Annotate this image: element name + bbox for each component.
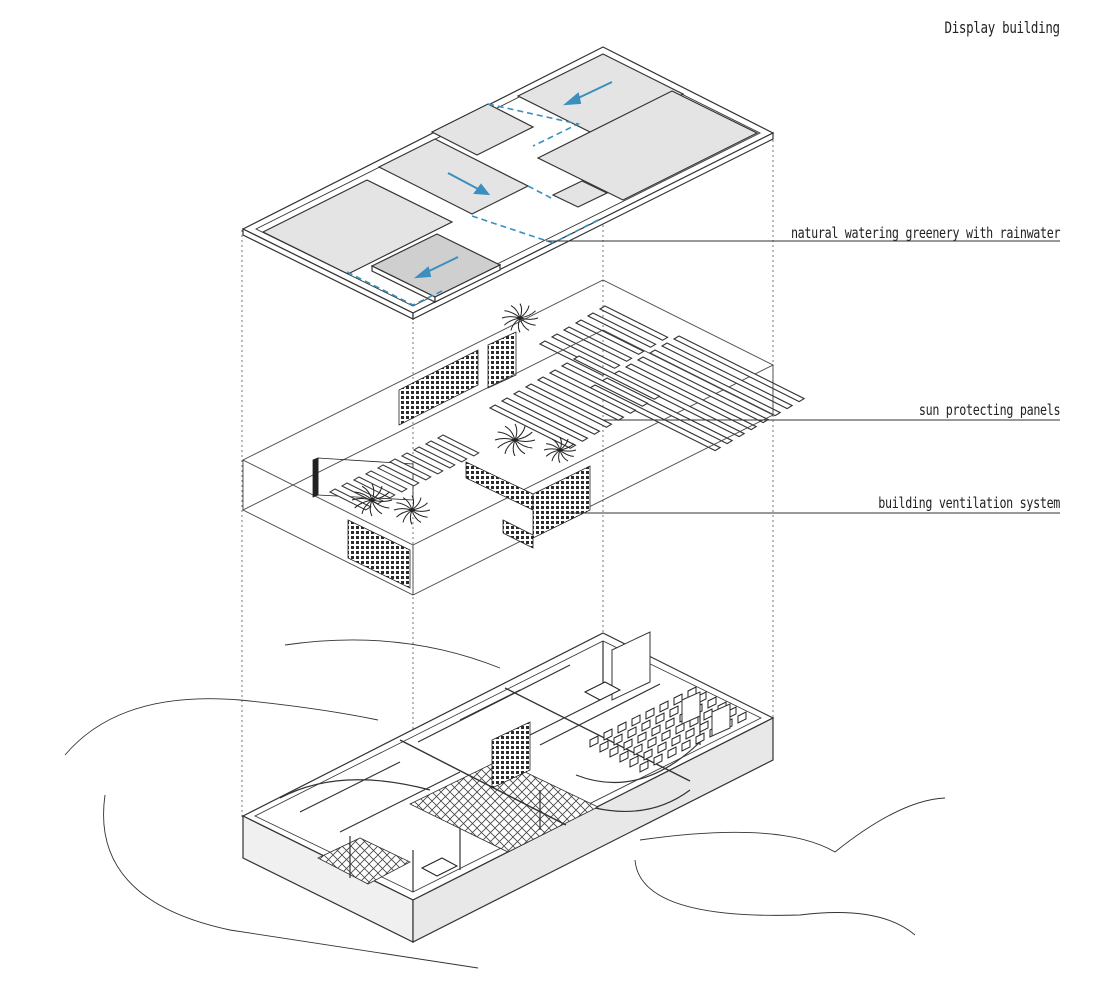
callout-sun-panels: sun protecting panels	[918, 401, 1061, 419]
auditorium-seat	[641, 719, 651, 732]
roof-level	[241, 46, 775, 320]
auditorium-seat	[685, 727, 695, 740]
sun-panel-slat	[672, 335, 806, 403]
lower-slat	[364, 470, 408, 493]
sun-panel-slat	[488, 404, 577, 449]
upper-lattice-screens	[398, 331, 517, 426]
ground-floor	[241, 632, 775, 943]
auditorium-seat	[639, 760, 649, 773]
palm-trees	[351, 303, 577, 525]
lower-slats	[328, 434, 480, 511]
auditorium-seat	[589, 735, 599, 748]
lower-slat	[388, 458, 432, 481]
callout-ventilation: building ventilation system	[878, 494, 1060, 512]
auditorium-seat	[629, 755, 639, 768]
auditorium-seat	[643, 748, 653, 761]
sun-panel-slat	[536, 376, 625, 421]
sun-panel-slat	[586, 312, 657, 348]
sun-panel-slat	[598, 305, 669, 341]
auditorium-seat	[681, 739, 691, 752]
sun-panel-slat	[588, 384, 722, 452]
auditorium-seat	[699, 720, 709, 733]
auditorium-seat	[609, 745, 619, 758]
callout-rainwater: natural watering greenery with rainwater	[790, 224, 1061, 242]
lower-lattice-screens	[312, 457, 591, 589]
rainwater-channels	[346, 103, 599, 306]
lower-slat	[412, 446, 456, 469]
site-contours	[64, 639, 946, 969]
auditorium-seat	[599, 740, 609, 753]
auditorium-seat	[665, 717, 675, 730]
auditorium-seat	[627, 726, 637, 739]
gallery-windows	[611, 631, 731, 737]
auditorium-seat	[655, 712, 665, 725]
sun-panel-slat	[572, 355, 661, 400]
auditorium-seat	[659, 700, 669, 713]
auditorium-seat	[667, 746, 677, 759]
auditorium-seat	[653, 753, 663, 766]
palm-tree	[393, 495, 431, 525]
sun-panel-slat	[500, 397, 589, 442]
auditorium-seat	[613, 733, 623, 746]
sun-panel-slat	[512, 390, 601, 435]
palm-tree	[501, 303, 539, 333]
auditorium-seat	[617, 721, 627, 734]
auditorium-seat	[651, 724, 661, 737]
sun-panel-slat	[562, 326, 633, 362]
lower-slat	[400, 452, 444, 475]
auditorium-seat	[707, 696, 717, 709]
lower-slat	[352, 476, 396, 499]
auditorium-seat	[675, 722, 685, 735]
sun-panel-slat	[574, 319, 645, 355]
palm-tree	[494, 423, 536, 457]
auditorium-seat	[637, 731, 647, 744]
sun-panel-slat	[600, 377, 734, 445]
auditorium-seat	[695, 732, 705, 745]
water-flow-arrows	[413, 81, 613, 279]
sun-panel-slat	[548, 369, 637, 414]
sun-panel-slat	[660, 342, 794, 410]
sun-panel-slat	[560, 362, 649, 407]
auditorium-seat	[645, 707, 655, 720]
lower-slat	[436, 434, 480, 457]
sun-panel-slat	[524, 383, 613, 428]
lower-slat	[424, 440, 468, 463]
palm-tree	[351, 483, 393, 517]
auditorium-seat	[669, 705, 679, 718]
auditorium-seat	[737, 711, 747, 724]
auditorium-seat	[661, 729, 671, 742]
auditorium-seat	[623, 738, 633, 751]
auditorium-seat	[631, 714, 641, 727]
auditorium-seat	[603, 728, 613, 741]
auditorium-seat	[633, 743, 643, 756]
auditorium-seat	[671, 734, 681, 747]
sun-panel-slat	[624, 363, 758, 431]
auditorium-seat	[619, 750, 629, 763]
sun-panel-slat	[550, 333, 621, 369]
sun-panel-slats	[488, 305, 806, 452]
lower-panel-level	[241, 329, 775, 596]
palm-tree	[543, 436, 577, 464]
lower-slat	[376, 464, 420, 487]
diagram-title: Display building	[944, 18, 1061, 37]
sofas	[420, 681, 622, 877]
auditorium-seat	[647, 736, 657, 749]
auditorium-seat	[657, 741, 667, 754]
ground-lattice	[491, 721, 531, 789]
